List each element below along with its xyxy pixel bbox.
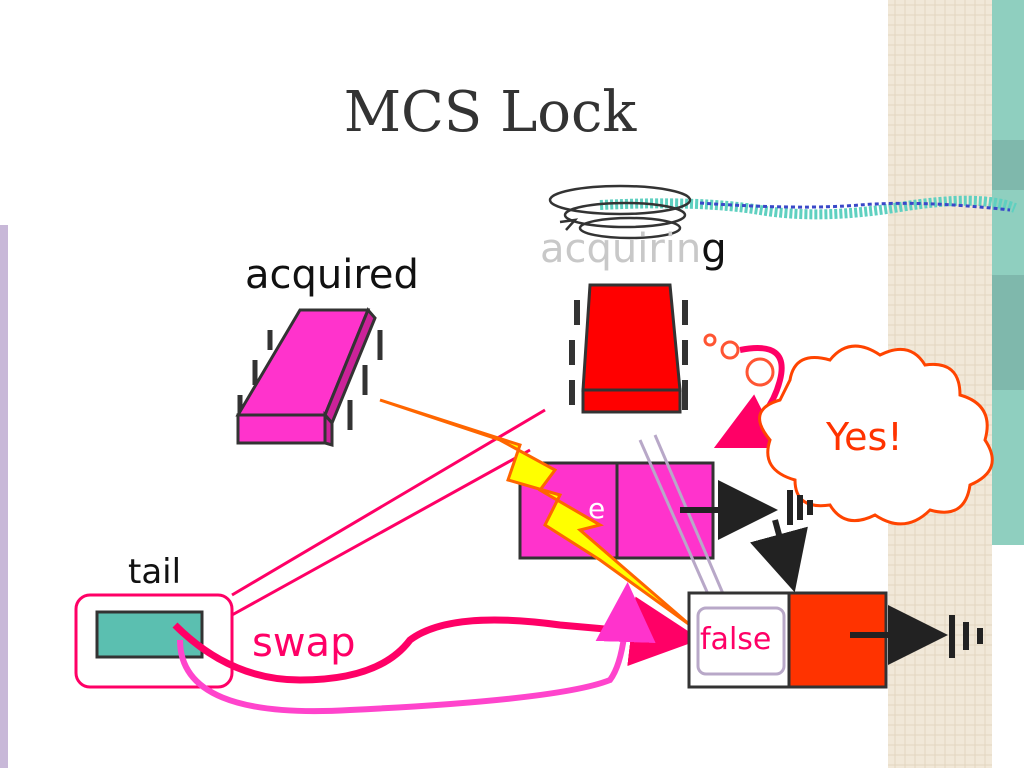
yes-cloud	[758, 344, 994, 526]
tail-box	[74, 593, 234, 689]
wait-arrow	[713, 345, 785, 449]
lavender-bar	[0, 225, 8, 768]
spin-swirl-icon	[548, 184, 692, 240]
null-ground-icon-1	[680, 480, 813, 593]
false-label: false	[700, 622, 772, 657]
tail-update-arrow	[177, 582, 656, 715]
qnode-bottom	[687, 591, 888, 689]
pointer-line-1	[653, 434, 732, 611]
swap-arrow	[172, 596, 701, 684]
qnode-middle	[518, 461, 715, 560]
null-ground-icon-2	[850, 605, 983, 665]
acquiring-thread-icon	[569, 283, 688, 414]
yes-label: Yes!	[826, 415, 903, 459]
teal-strip-dark-2	[992, 275, 1024, 390]
pointer-line-2	[638, 439, 717, 611]
swap-label: swap	[252, 620, 356, 666]
acquiring-label: acquiring	[540, 226, 727, 272]
tail-label: tail	[128, 552, 182, 592]
acquiring-label-end: g	[701, 226, 727, 272]
tail-link-1	[231, 408, 546, 597]
node-partial-label: e	[588, 492, 606, 525]
acquiring-label-faded: acquirin	[540, 226, 702, 272]
teal-strip-dark	[992, 140, 1024, 190]
tail-link-2	[231, 448, 531, 617]
acquired-label: acquired	[245, 252, 419, 298]
acquired-thread-icon	[235, 307, 383, 447]
teal-strip	[992, 0, 1024, 545]
thought-bubbles	[703, 333, 775, 387]
motion-trail-blue	[699, 201, 1011, 212]
slide-title: MCS Lock	[343, 80, 637, 145]
